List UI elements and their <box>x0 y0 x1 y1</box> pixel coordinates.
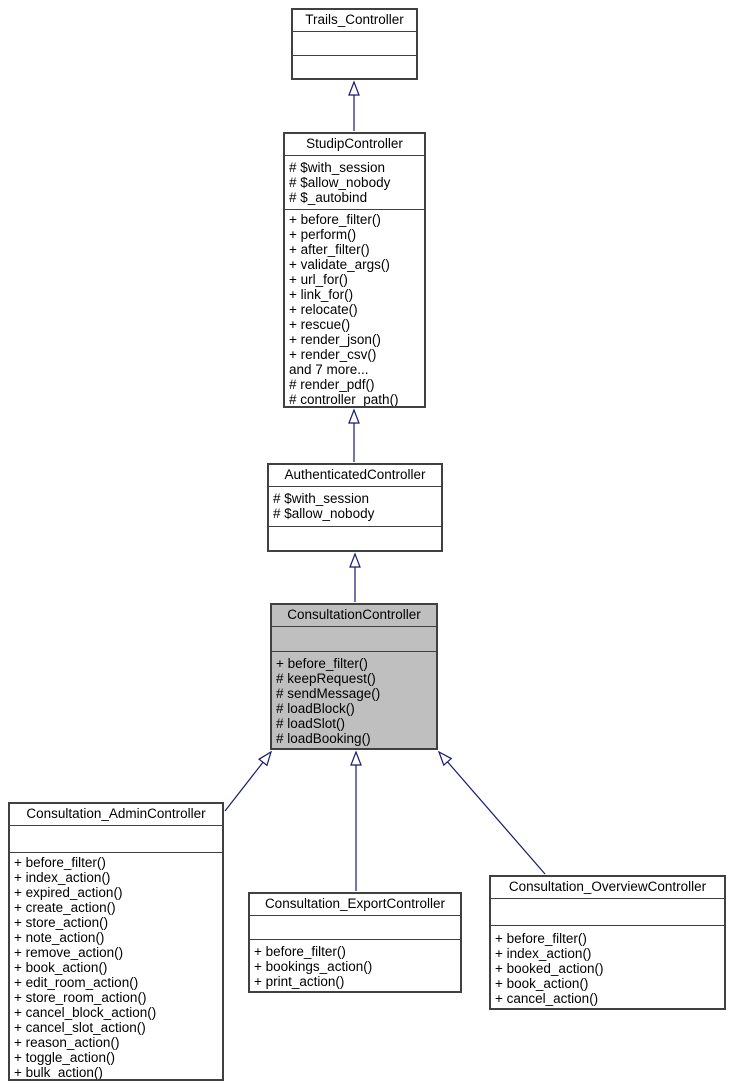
method-label: # loadBooking() <box>276 731 371 746</box>
method-label: + perform() <box>289 227 357 242</box>
method-label: + validate_args() <box>289 257 390 272</box>
method-label: + url_for() <box>289 272 348 287</box>
method-label: + print_action() <box>254 974 345 989</box>
method-label: + cancel_slot_action() <box>14 1020 146 1035</box>
method-label: + remove_action() <box>14 945 124 960</box>
field-label: # $allow_nobody <box>273 506 375 521</box>
field-label: # $_autobind <box>289 190 368 205</box>
fields-compartment <box>10 826 222 853</box>
class-title: AuthenticatedController <box>269 465 441 487</box>
fields-compartment <box>250 916 460 940</box>
class-title: ConsultationController <box>272 605 436 627</box>
method-label: + render_csv() <box>289 347 377 362</box>
inheritance-arrow-admin-to-consultation <box>224 750 273 812</box>
fields-compartment: # $with_session # $allow_nobody <box>269 487 441 527</box>
class-title: StudipController <box>285 134 424 156</box>
method-label: # keepRequest() <box>276 671 376 686</box>
class-title: Consultation_AdminController <box>10 804 222 826</box>
method-label: + store_action() <box>14 915 109 930</box>
methods-compartment: + before_filter() + perform() + after_fi… <box>285 210 424 406</box>
class-title: Consultation_OverviewController <box>491 877 724 899</box>
fields-compartment <box>293 32 416 56</box>
method-label: + bulk_action() <box>14 1065 103 1079</box>
class-node-consultation-controller[interactable]: ConsultationController + before_filter()… <box>270 603 438 750</box>
class-title: Trails_Controller <box>293 10 416 32</box>
method-label: + reason_action() <box>14 1035 120 1050</box>
fields-compartment: # $with_session # $allow_nobody # $_auto… <box>285 156 424 210</box>
method-label: + rescue() <box>289 317 351 332</box>
method-label: + before_filter() <box>276 656 368 671</box>
method-label: + note_action() <box>14 930 105 945</box>
class-node-trails-controller[interactable]: Trails_Controller <box>291 8 418 80</box>
method-label: + cancel_action() <box>495 991 599 1006</box>
method-label: + before_filter() <box>254 944 346 959</box>
method-label: + book_action() <box>14 960 108 975</box>
field-label: # $with_session <box>273 491 370 506</box>
method-label: + index_action() <box>495 946 592 961</box>
methods-compartment <box>293 56 416 78</box>
fields-compartment <box>491 899 724 926</box>
methods-compartment: + before_filter() + index_action() + boo… <box>491 926 724 1008</box>
more-members-label: and 7 more... <box>289 362 369 377</box>
method-label: # render_pdf() <box>289 377 375 392</box>
inheritance-arrow-overview-to-consultation <box>437 750 546 875</box>
method-label: + expired_action() <box>14 885 123 900</box>
method-label: # loadSlot() <box>276 716 346 731</box>
method-label: + after_filter() <box>289 242 370 257</box>
method-label: + edit_room_action() <box>14 975 139 990</box>
method-label: + relocate() <box>289 302 358 317</box>
method-label: + before_filter() <box>14 855 106 870</box>
method-label: # sendMessage() <box>276 686 381 701</box>
field-label: # $with_session <box>289 160 386 175</box>
method-label: # controller_path() <box>289 392 399 406</box>
class-node-consultation-admin-controller[interactable]: Consultation_AdminController + before_fi… <box>8 802 224 1081</box>
method-label: + before_filter() <box>289 212 381 227</box>
class-title: Consultation_ExportController <box>250 894 460 916</box>
method-label: + create_action() <box>14 900 116 915</box>
method-label: + toggle_action() <box>14 1050 115 1065</box>
method-label: + store_room_action() <box>14 990 147 1005</box>
class-node-consultation-overview-controller[interactable]: Consultation_OverviewController + before… <box>489 875 726 1010</box>
method-label: # loadBlock() <box>276 701 355 716</box>
method-label: + booked_action() <box>495 961 604 976</box>
method-label: + book_action() <box>495 976 589 991</box>
method-label: + cancel_block_action() <box>14 1005 157 1020</box>
method-label: + link_for() <box>289 287 354 302</box>
method-label: + bookings_action() <box>254 959 373 974</box>
field-label: # $allow_nobody <box>289 175 391 190</box>
class-node-authenticated-controller[interactable]: AuthenticatedController # $with_session … <box>267 463 443 552</box>
fields-compartment <box>272 627 436 652</box>
class-node-consultation-export-controller[interactable]: Consultation_ExportController + before_f… <box>248 892 462 993</box>
methods-compartment: + before_filter() + bookings_action() + … <box>250 940 460 991</box>
methods-compartment: + before_filter() + index_action() + exp… <box>10 853 222 1079</box>
method-label: + index_action() <box>14 870 111 885</box>
method-label: + render_json() <box>289 332 381 347</box>
class-node-studip-controller[interactable]: StudipController # $with_session # $allo… <box>283 132 426 408</box>
methods-compartment: + before_filter() # keepRequest() # send… <box>272 652 436 748</box>
methods-compartment <box>269 527 441 550</box>
method-label: + before_filter() <box>495 931 587 946</box>
